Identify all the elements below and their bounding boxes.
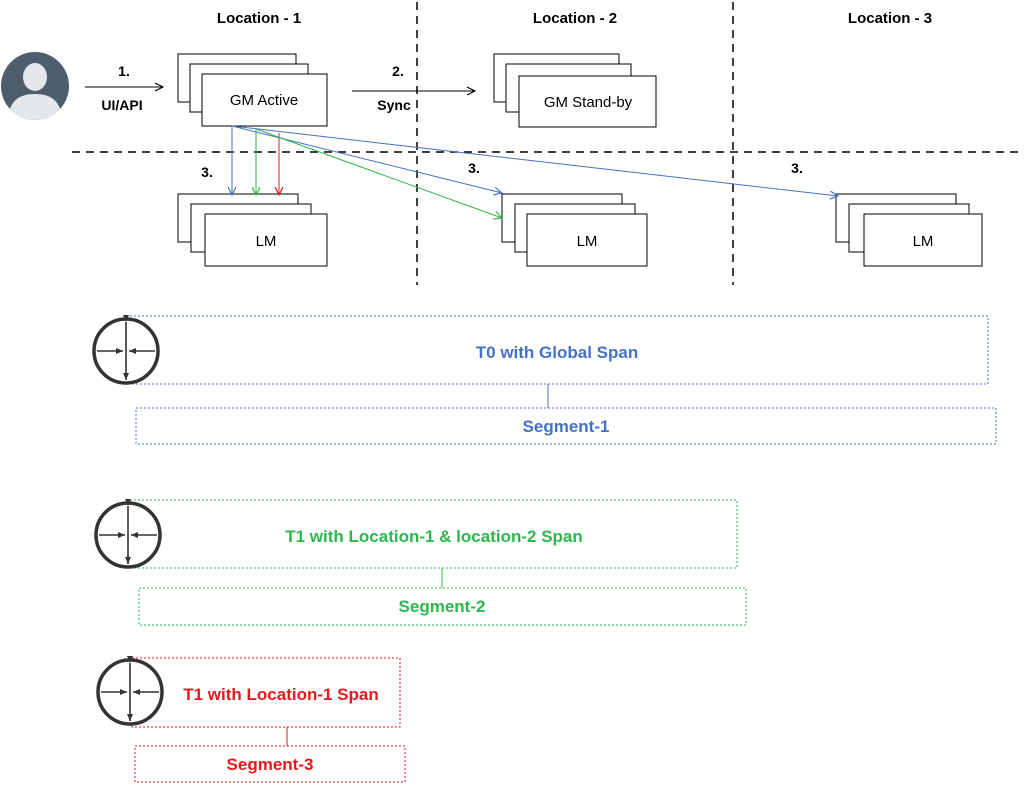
location-1-title: Location - 1 — [217, 10, 301, 27]
step-3-number-location-1: 3. — [201, 164, 213, 180]
segment-3-label: Segment-3 — [227, 755, 314, 774]
segment-3-box[interactable] — [134, 745, 406, 783]
green-push-arrow-location-2 — [255, 128, 502, 218]
lm-label-location-1: LM — [256, 233, 277, 250]
router-icon — [94, 499, 162, 569]
lm-node-location-1[interactable]: LM — [177, 193, 328, 267]
step-3-number-location-3: 3. — [791, 160, 803, 176]
location-2-title: Location - 2 — [533, 10, 617, 27]
segment-1-box[interactable] — [135, 407, 997, 445]
lm-node-location-3[interactable]: LM — [835, 193, 983, 267]
lm-label-location-2: LM — [577, 233, 598, 250]
t1-multi-location-gateway-title: T1 with Location-1 & location-2 Span — [285, 527, 583, 546]
step-3-number-location-2: 3. — [468, 160, 480, 176]
router-icon — [96, 656, 164, 726]
user-avatar-icon[interactable] — [1, 52, 69, 122]
blue-push-arrow-location-2 — [231, 125, 502, 193]
blue-push-arrow-location-3 — [231, 125, 838, 196]
step-1-number: 1. — [118, 63, 130, 79]
t0-gateway-title: T0 with Global Span — [476, 343, 638, 362]
t0-gateway-box[interactable] — [125, 315, 989, 385]
step-2-number: 2. — [392, 63, 404, 79]
segment-1-label: Segment-1 — [523, 417, 610, 436]
router-icon — [92, 315, 160, 385]
location-3-title: Location - 3 — [848, 10, 932, 27]
lm-label-location-3: LM — [913, 233, 934, 250]
step-1-label: UI/API — [101, 97, 142, 113]
gm-active-label: GM Active — [230, 92, 298, 109]
gm-standby-label: GM Stand-by — [544, 94, 633, 111]
segment-2-box[interactable] — [138, 587, 747, 626]
gm-active-node[interactable]: GM Active — [177, 53, 328, 127]
step-2-label: Sync — [377, 97, 411, 113]
lm-node-location-2[interactable]: LM — [501, 193, 648, 267]
t1-single-location-gateway-title: T1 with Location-1 Span — [183, 685, 379, 704]
t1-multi-location-gateway-box[interactable] — [129, 499, 738, 569]
t1-single-location-gateway-box[interactable] — [131, 657, 401, 728]
gm-standby-node[interactable]: GM Stand-by — [493, 53, 657, 128]
segment-2-label: Segment-2 — [399, 597, 486, 616]
